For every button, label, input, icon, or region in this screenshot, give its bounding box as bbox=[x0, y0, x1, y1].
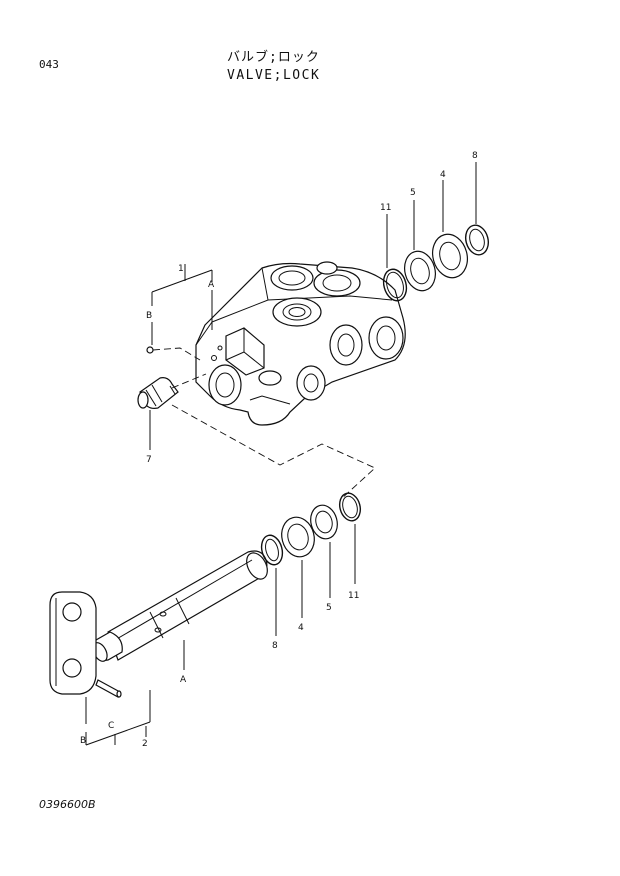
title-english: VALVE;LOCK bbox=[227, 68, 321, 83]
callout-A-upper: A bbox=[208, 280, 215, 290]
upper-ring-5 bbox=[404, 250, 436, 292]
callout-8-upper: 8 bbox=[472, 151, 478, 161]
lower-callouts: 8 4 5 11 A C B 2 bbox=[80, 524, 359, 749]
callout-B-lower: B bbox=[80, 736, 86, 746]
callout-4-lower: 4 bbox=[298, 623, 304, 633]
callout-2: 2 bbox=[142, 739, 148, 749]
lower-ring-4 bbox=[281, 516, 315, 558]
assembly-centerline bbox=[171, 404, 376, 501]
valve-body bbox=[195, 261, 406, 426]
callout-11-lower: 11 bbox=[348, 591, 359, 601]
pin bbox=[95, 679, 122, 698]
callout-7: 7 bbox=[146, 455, 152, 465]
fitting-7 bbox=[137, 377, 179, 409]
upper-callouts: 1 A B 7 11 5 4 8 bbox=[146, 151, 478, 465]
upper-ring-4 bbox=[432, 233, 468, 279]
upper-seal-11 bbox=[382, 268, 408, 302]
callout-B-upper: B bbox=[146, 311, 152, 321]
lower-snap-ring-8 bbox=[260, 534, 284, 566]
page-number: 043 bbox=[39, 58, 59, 71]
callout-C: C bbox=[108, 721, 114, 731]
drawing-code: 0396600B bbox=[39, 798, 96, 811]
spool-shaft bbox=[92, 550, 268, 662]
callout-5-lower: 5 bbox=[326, 603, 332, 613]
callout-A-lower: A bbox=[180, 675, 187, 685]
title-japanese: バルブ;ロック bbox=[227, 50, 320, 65]
callout-4-upper: 4 bbox=[440, 170, 446, 180]
lever-plate bbox=[49, 591, 97, 695]
callout-5-upper: 5 bbox=[410, 188, 416, 198]
lower-seal-11 bbox=[338, 492, 362, 522]
callout-1: 1 bbox=[178, 264, 184, 274]
callout-11-upper: 11 bbox=[380, 203, 391, 213]
lower-ring-5 bbox=[310, 504, 338, 540]
upper-snap-ring-8 bbox=[464, 224, 490, 256]
callout-8-lower: 8 bbox=[272, 641, 278, 651]
